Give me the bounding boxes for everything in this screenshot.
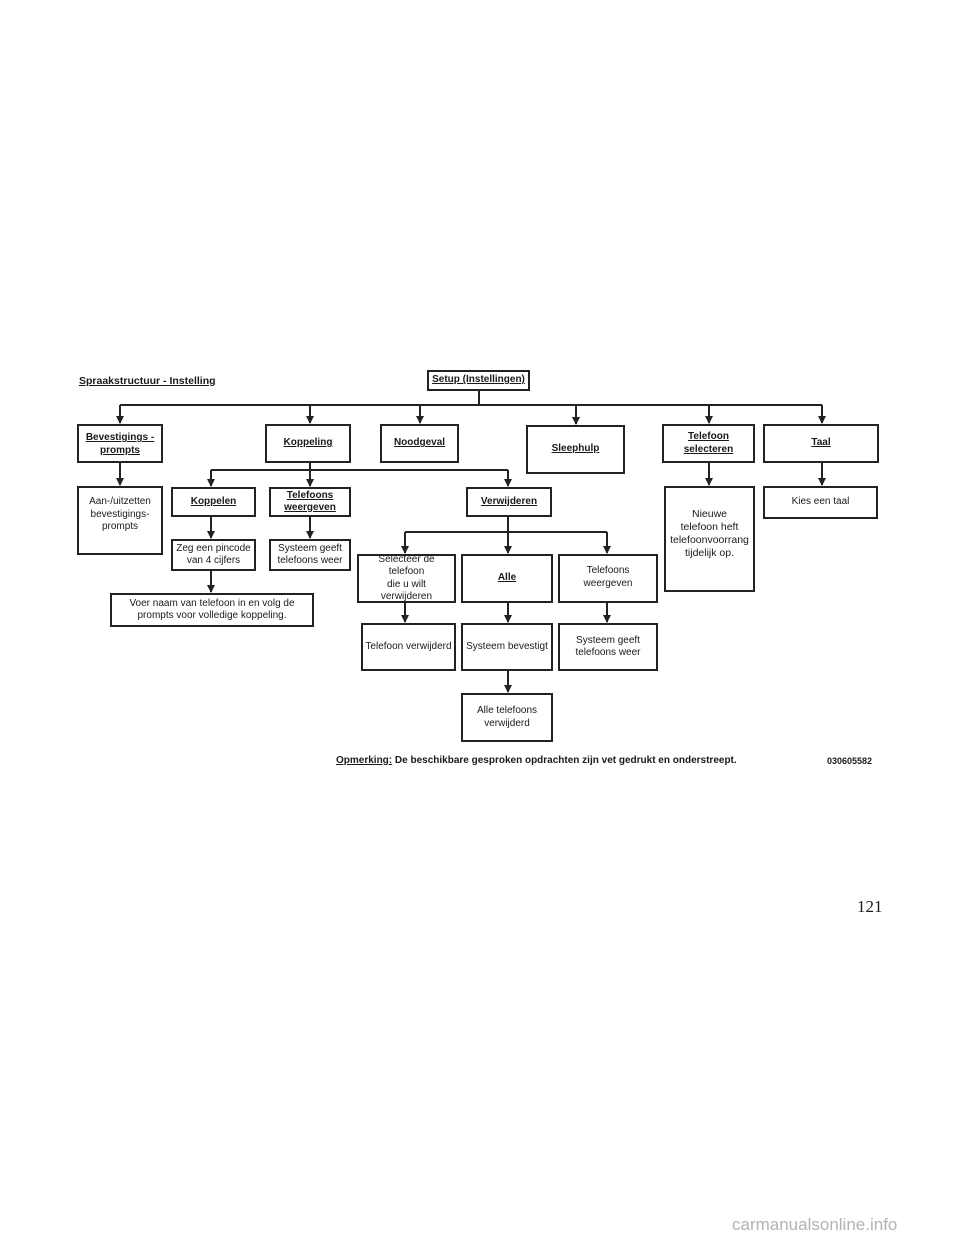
alle-box: Alle bbox=[461, 554, 553, 603]
figure-code: 030605582 bbox=[827, 756, 873, 766]
verwijderen-box: Verwijderen bbox=[466, 487, 552, 517]
kies-taal-box: Kies een taal bbox=[763, 486, 878, 519]
selecteer-telefoon-box: Selecteer de telefoon die u wilt verwijd… bbox=[357, 554, 456, 603]
telefoon-verwijderd-box: Telefoon verwijderd bbox=[361, 623, 456, 671]
nieuwe-telefoon-box: Nieuwe telefoon heft telefoonvoorrang ti… bbox=[664, 486, 755, 592]
koppelen-box: Koppelen bbox=[171, 487, 256, 517]
note-label: Opmerking: bbox=[336, 755, 393, 766]
voer-naam-box: Voer naam van telefoon in en volg de pro… bbox=[110, 593, 314, 627]
systeem-geeft-box-2: Systeem geeft telefoons weer bbox=[558, 623, 658, 671]
sleephulp-box: Sleephulp bbox=[526, 425, 625, 474]
systeem-geeft-box-1: Systeem geeft telefoons weer bbox=[269, 539, 351, 571]
alle-verwijderd-box: Alle telefoons verwijderd bbox=[461, 693, 553, 742]
aan-uitzetten-box: Aan-/uitzetten bevestigings- prompts bbox=[77, 486, 163, 555]
telefoons-weergeven-box-2: Telefoons weergeven bbox=[558, 554, 658, 603]
systeem-bevestigt-box: Systeem bevestigt bbox=[461, 623, 553, 671]
noodgeval-box: Noodgeval bbox=[380, 424, 459, 463]
note-text: De beschikbare gesproken opdrachten zijn… bbox=[392, 755, 737, 766]
diagram-title: Spraakstructuur - Instelling bbox=[79, 375, 216, 387]
telefoon-selecteren-box: Telefoon selecteren bbox=[662, 424, 755, 463]
telefoons-weergeven-box: Telefoons weergeven bbox=[269, 487, 351, 517]
koppeling-box: Koppeling bbox=[265, 424, 351, 463]
note: Opmerking: De beschikbare gesproken opdr… bbox=[336, 755, 737, 766]
pincode-box: Zeg een pincode van 4 cijfers bbox=[171, 539, 256, 571]
setup-box: Setup (Instellingen) bbox=[427, 370, 530, 391]
taal-box: Taal bbox=[763, 424, 879, 463]
watermark: carmanualsonline.info bbox=[732, 1215, 898, 1234]
bevestigings-box: Bevestigings - prompts bbox=[77, 424, 163, 463]
page-number: 121 bbox=[857, 897, 883, 916]
